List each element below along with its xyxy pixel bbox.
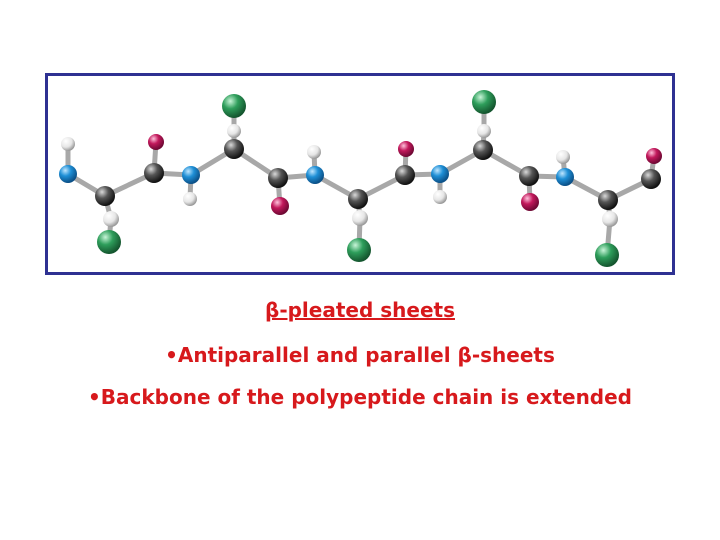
nitrogen-atom [182,166,200,184]
carbon-atom [395,165,415,185]
carbon-atom [473,140,493,160]
side-chain-atom [222,94,246,118]
side-chain-atom [347,238,371,262]
side-chain-atom [472,90,496,114]
hydrogen-atom [307,145,321,159]
oxygen-atom [521,193,539,211]
oxygen-atom [271,197,289,215]
oxygen-atom [398,141,414,157]
carbon-atom [144,163,164,183]
beta-sheet-model [59,90,662,267]
nitrogen-atom [59,165,77,183]
oxygen-atom [646,148,662,164]
hydrogen-atom [227,124,241,138]
carbon-atom [598,190,618,210]
hydrogen-atom [352,210,368,226]
carbon-atom [224,139,244,159]
carbon-atom [519,166,539,186]
molecule-figure [45,73,675,275]
hydrogen-atom [61,137,75,151]
nitrogen-atom [306,166,324,184]
carbon-atom [348,189,368,209]
carbon-atom [268,168,288,188]
nitrogen-atom [431,165,449,183]
side-chain-atom [595,243,619,267]
carbon-atom [95,186,115,206]
bullet-backbone-extended: •Backbone of the polypeptide chain is ex… [87,385,633,409]
hydrogen-atom [477,124,491,138]
hydrogen-atom [602,211,618,227]
slide-title: β-pleated sheets [265,298,455,322]
nitrogen-atom [556,168,574,186]
hydrogen-atom [433,190,447,204]
oxygen-atom [148,134,164,150]
side-chain-atom [97,230,121,254]
hydrogen-atom [103,211,119,227]
carbon-atom [641,169,661,189]
bullet-antiparallel-parallel: •Antiparallel and parallel β-sheets [165,343,555,367]
hydrogen-atom [183,192,197,206]
hydrogen-atom [556,150,570,164]
